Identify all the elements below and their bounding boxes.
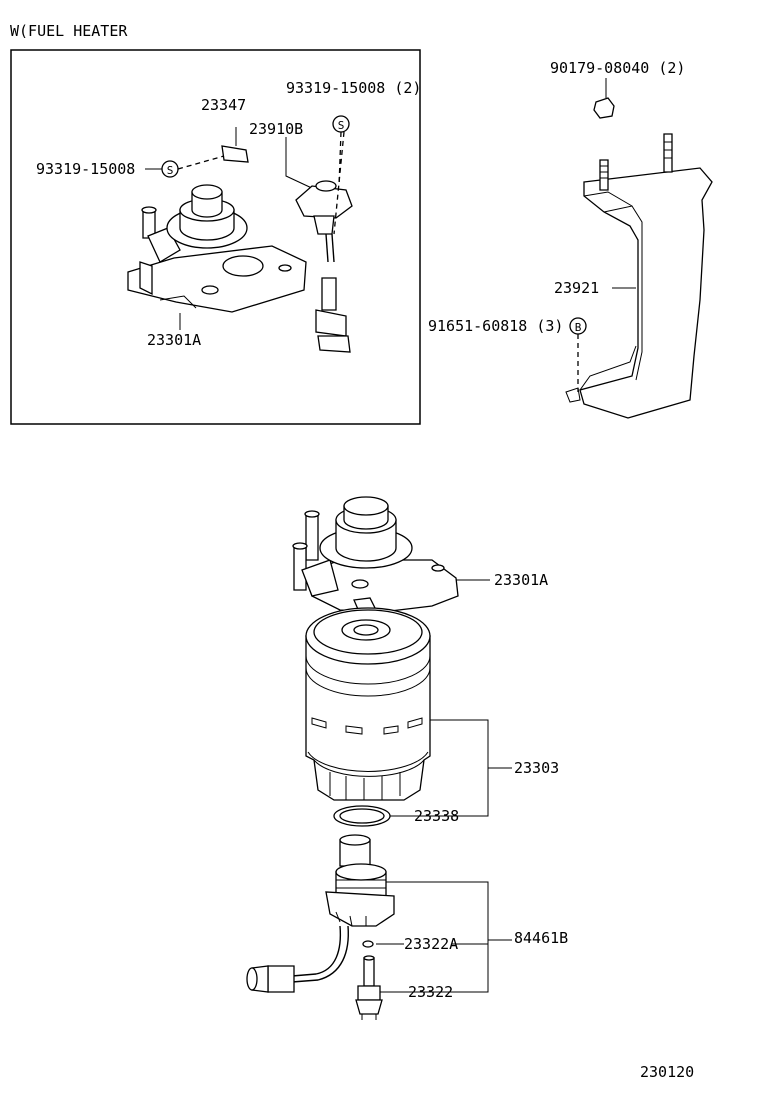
o-ring-label: 23338 — [414, 807, 459, 825]
small-o-ring-illustration — [362, 940, 374, 948]
screw-left-symbol: S — [167, 164, 174, 177]
sensor-assy-illustration — [246, 834, 395, 993]
filter-head-inset-label: 23301A — [147, 331, 201, 349]
sensor-assy-bracket — [386, 881, 512, 993]
filter-element-label: 23303 — [514, 759, 559, 777]
nut-part — [593, 78, 615, 119]
screw-left-callout — [145, 155, 225, 178]
filter-head-inset-illustration — [127, 184, 307, 313]
small-o-ring-label: 23322A — [404, 935, 458, 953]
filter-element-bracket — [412, 719, 512, 817]
filter-head-label: 23301A — [494, 571, 548, 589]
sensor-assy-label: 84461B — [514, 929, 568, 947]
screw-top-label: 93319-15008 (2) — [286, 79, 421, 97]
sensor-inset-illustration — [285, 137, 353, 353]
header-title: W(FUEL HEATER — [10, 22, 128, 40]
footer-code: 230120 — [640, 1063, 694, 1081]
sensor-label: 23910B — [249, 120, 303, 138]
bracket-label: 23921 — [554, 279, 599, 297]
filter-head-illustration — [292, 496, 459, 615]
switch-illustration — [355, 955, 383, 1020]
filter-element-illustration — [305, 607, 431, 801]
inset-frame — [10, 49, 421, 425]
o-ring-illustration — [333, 805, 391, 827]
screw-top-callout — [332, 115, 350, 235]
screw-left-label: 93319-15008 — [36, 160, 135, 178]
switch-label: 23322 — [408, 983, 453, 1001]
bolt-callout — [569, 317, 587, 392]
nut-label: 90179-08040 (2) — [550, 59, 685, 77]
bolt-symbol: B — [575, 321, 582, 334]
fuel-heater-inset: 23347 93319-15008 (2) S 23910B 93319-150… — [10, 49, 421, 425]
bolt-label: 91651-60818 (3) — [428, 317, 563, 335]
bracket-illustration — [565, 133, 713, 419]
clip-label: 23347 — [201, 96, 246, 114]
main-assembly: 23301A 23303 23338 84461B 23322A 23322 — [246, 496, 568, 1020]
clip-part — [221, 127, 249, 163]
bracket-group: 90179-08040 (2) 23921 91651-60818 (3) B — [428, 59, 713, 419]
screw-top-symbol: S — [338, 119, 345, 132]
